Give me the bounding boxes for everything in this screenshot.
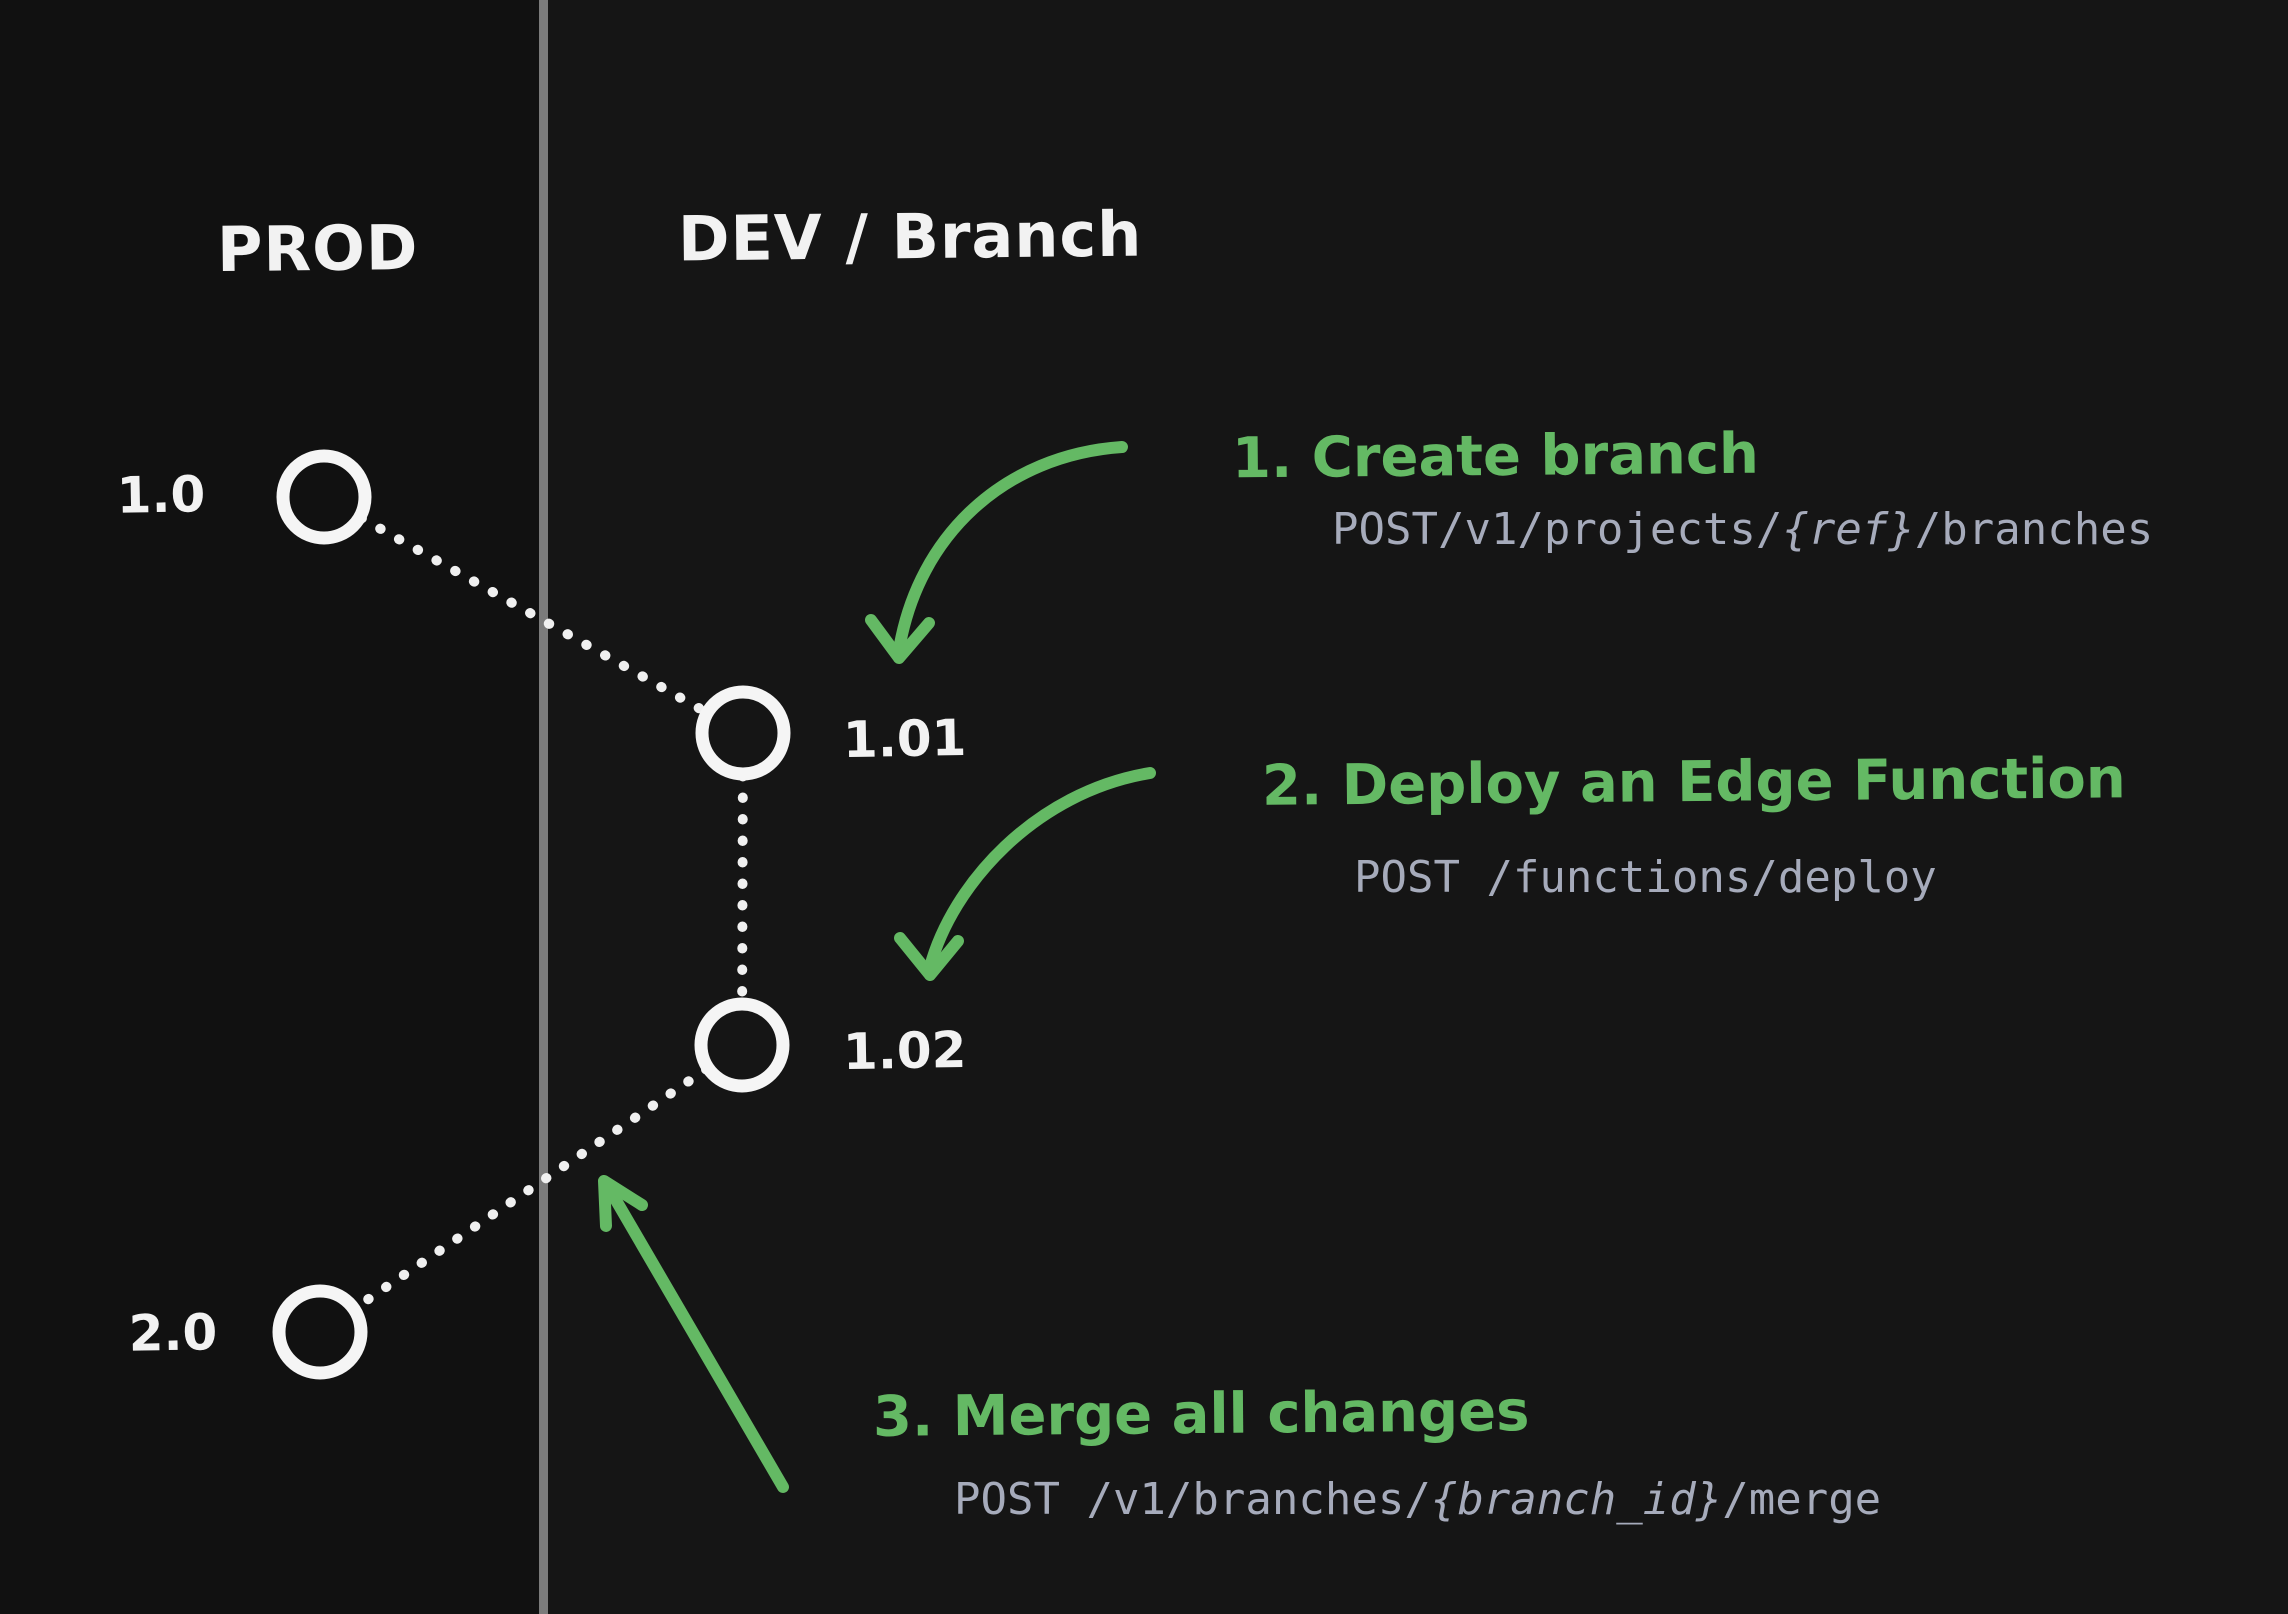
curved-arrow-step1 bbox=[893, 441, 1128, 656]
prod-lane-background bbox=[0, 0, 539, 1614]
curved-arrow-step2 bbox=[924, 767, 1156, 973]
prod-dev-divider-line bbox=[539, 0, 548, 1614]
step1-endpoint-pre: POST/v1/projects/ bbox=[1332, 504, 1783, 555]
node-circle-1.02 bbox=[694, 997, 790, 1093]
step1-create-branch-heading: 1. Create branch bbox=[1231, 421, 1760, 492]
step3-endpoint-param: {branch_id} bbox=[1430, 1474, 1723, 1525]
step3-merge-all-changes-heading: 3. Merge all changes bbox=[872, 1379, 1530, 1450]
prod-lane-label: PROD bbox=[216, 210, 419, 287]
node-label-1.0: 1.0 bbox=[116, 465, 206, 525]
step3-endpoint-post: /merge bbox=[1722, 1474, 1882, 1525]
node-circle-2.0 bbox=[272, 1284, 368, 1380]
dotted-branch-line-1.0-to-1.01 bbox=[319, 492, 748, 738]
step1-endpoint-text: POST/v1/projects/{ref}/branches bbox=[1332, 504, 2153, 555]
node-label-1.01: 1.01 bbox=[842, 708, 967, 770]
step1-endpoint-param: {ref} bbox=[1782, 504, 1915, 555]
node-circle-1.01 bbox=[695, 685, 791, 781]
dotted-commit-line-1.01-to-1.02 bbox=[737, 728, 748, 1050]
step3-endpoint-pre: POST /v1/branches/ bbox=[954, 1474, 1431, 1525]
curved-arrow-step1-head bbox=[865, 614, 935, 664]
dotted-merge-line-1.02-to-2.0 bbox=[315, 1040, 747, 1337]
step2-endpoint-text: POST /functions/deploy bbox=[1354, 852, 1937, 903]
step1-endpoint-post: /branches bbox=[1914, 504, 2154, 555]
dev-branch-lane-label: DEV / Branch bbox=[677, 197, 1143, 276]
straight-arrow-step3-head bbox=[598, 1175, 648, 1232]
node-label-1.02: 1.02 bbox=[842, 1020, 967, 1082]
step2-endpoint-pre: POST /functions/deploy bbox=[1354, 852, 1937, 903]
step3-endpoint-text: POST /v1/branches/{branch_id}/merge bbox=[954, 1474, 1881, 1525]
node-label-2.0: 2.0 bbox=[128, 1303, 218, 1363]
step2-deploy-edge-function-heading: 2. Deploy an Edge Function bbox=[1261, 746, 2126, 819]
node-circle-1.0 bbox=[276, 449, 372, 545]
curved-arrow-step2-head bbox=[894, 932, 964, 981]
straight-arrow-step3 bbox=[604, 1184, 789, 1493]
